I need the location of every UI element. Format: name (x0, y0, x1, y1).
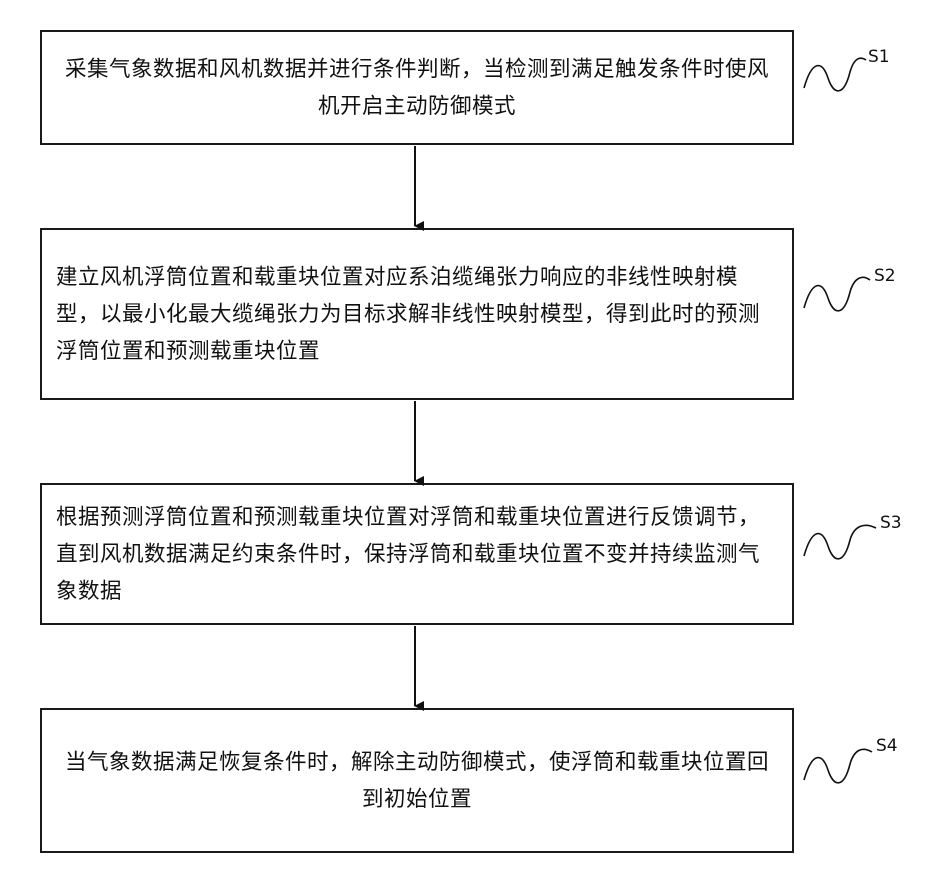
step-label-s3: S3 (880, 513, 902, 533)
step-label-s2: S2 (874, 266, 896, 286)
step-text-s2: 建立风机浮筒位置和载重块位置对应系泊缆绳张力响应的非线性映射模型，以最小化最大缆… (56, 259, 778, 370)
step-label-s4: S4 (876, 736, 898, 756)
leader-wave-s3 (804, 525, 876, 559)
leader-wave-s4 (804, 749, 872, 783)
step-box-s3: 根据预测浮筒位置和预测载重块位置对浮筒和载重块位置进行反馈调节，直到风机数据满足… (40, 483, 794, 625)
leader-wave-s2 (804, 277, 870, 311)
step-text-s4: 当气象数据满足恢复条件时，解除主动防御模式，使浮筒和载重块位置回到初始位置 (56, 744, 778, 818)
step-text-s1: 采集气象数据和风机数据并进行条件判断，当检测到满足触发条件时使风机开启主动防御模… (56, 51, 778, 125)
step-box-s1: 采集气象数据和风机数据并进行条件判断，当检测到满足触发条件时使风机开启主动防御模… (40, 30, 794, 145)
step-box-s2: 建立风机浮筒位置和载重块位置对应系泊缆绳张力响应的非线性映射模型，以最小化最大缆… (40, 228, 794, 400)
step-text-s3: 根据预测浮筒位置和预测载重块位置对浮筒和载重块位置进行反馈调节，直到风机数据满足… (56, 499, 778, 610)
leader-wave-s1 (804, 58, 866, 91)
step-label-s1: S1 (868, 47, 890, 67)
step-box-s4: 当气象数据满足恢复条件时，解除主动防御模式，使浮筒和载重块位置回到初始位置 (40, 708, 794, 853)
